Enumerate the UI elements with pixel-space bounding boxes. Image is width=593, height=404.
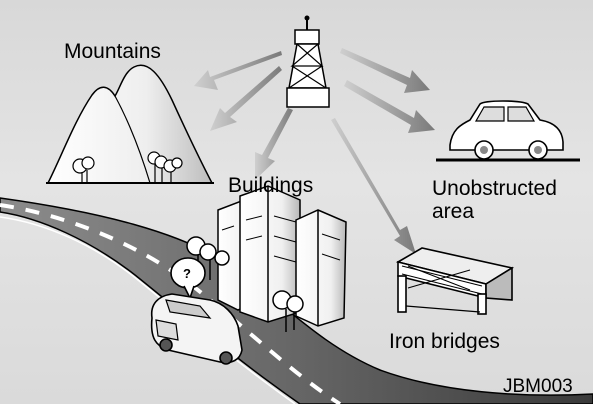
figure-code: JBM003	[503, 376, 573, 397]
bridge-icon	[395, 247, 515, 315]
signal-arrows	[194, 48, 435, 254]
unobstructed-area-label: Unobstructed area	[432, 177, 557, 223]
buildings-label: Buildings	[228, 174, 314, 197]
unobstructed-label-line1: Unobstructed	[432, 177, 557, 200]
vehicle-icon	[150, 293, 243, 365]
question-mark: ?	[183, 266, 191, 281]
unobstructed-label-line2: area	[432, 200, 475, 223]
iron-bridges-label: Iron bridges	[389, 330, 500, 353]
speech-bubble-icon	[170, 257, 206, 301]
mountains-label: Mountains	[64, 40, 161, 63]
car-icon	[436, 100, 580, 162]
building-icon	[186, 185, 347, 332]
mountain-icon	[46, 64, 214, 184]
tower-icon	[286, 15, 330, 108]
